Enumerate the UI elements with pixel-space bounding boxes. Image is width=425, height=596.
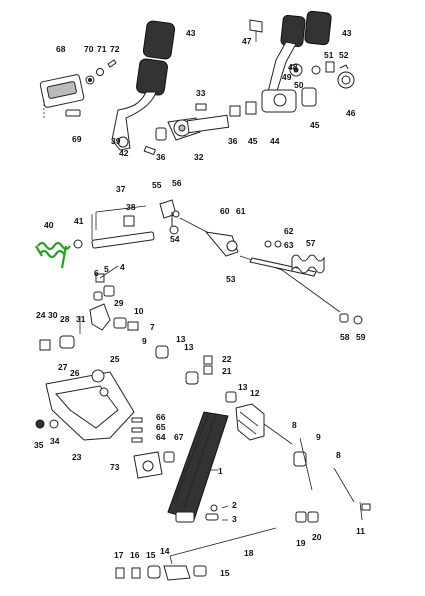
- label-47: 47: [242, 36, 252, 46]
- label-65: 65: [156, 422, 166, 432]
- label-13-mid: 13: [184, 342, 194, 352]
- label-70: 70: [84, 44, 94, 54]
- pedal-cross-shaft: [73, 205, 155, 249]
- label-69: 69: [72, 134, 82, 144]
- throttle-linkage-chain: [155, 345, 237, 403]
- label-3: 3: [232, 514, 237, 524]
- clevis-linkage: [159, 199, 180, 235]
- label-23: 23: [72, 452, 82, 462]
- pedal-shaft-center: [155, 101, 257, 141]
- label-50: 50: [294, 80, 304, 90]
- label-12: 12: [250, 388, 260, 398]
- label-11-bottom: 11: [356, 526, 365, 536]
- label-26: 26: [70, 368, 80, 378]
- label-2: 2: [232, 500, 237, 510]
- accelerator-pedal: [133, 411, 229, 523]
- label-59: 59: [356, 332, 366, 342]
- label-10: 9: [316, 432, 321, 442]
- adjuster-rods: [39, 265, 139, 351]
- label-9-right: 8: [292, 420, 297, 430]
- label-13-low: 13: [238, 382, 248, 392]
- label-40: 40: [44, 220, 54, 230]
- small-fasteners-top-left: [85, 59, 117, 85]
- label-42: 42: [119, 148, 129, 158]
- rubber-boot: [235, 403, 371, 511]
- label-18: 18: [244, 548, 254, 558]
- label-24: 24: [36, 310, 46, 320]
- label-37: 37: [116, 184, 126, 194]
- label-34: 34: [50, 436, 60, 446]
- label-39: 39: [111, 136, 121, 146]
- label-49: 49: [282, 72, 292, 82]
- label-36-right: 36: [228, 136, 238, 146]
- label-17: 17: [114, 550, 124, 560]
- label-60: 60: [220, 206, 230, 216]
- label-27: 27: [58, 362, 68, 372]
- label-48: 48: [288, 62, 298, 72]
- label-15-right: 15: [220, 568, 230, 578]
- label-31: 31: [76, 314, 86, 324]
- label-62: 62: [284, 226, 294, 236]
- label-54: 54: [170, 234, 180, 244]
- label-66: 66: [156, 412, 166, 422]
- label-21: 21: [222, 366, 232, 376]
- label-73: 73: [110, 462, 120, 472]
- throttle-cable: [179, 217, 363, 325]
- label-1: 1: [218, 466, 223, 476]
- leader-lines: [43, 100, 363, 521]
- label-71: 71: [97, 44, 107, 54]
- label-14: 14: [160, 546, 170, 556]
- brake-pedal-right: [249, 10, 355, 113]
- label-72: 72: [110, 44, 120, 54]
- label-9: 9: [142, 336, 147, 346]
- label-63: 63: [284, 240, 294, 250]
- label-44: 44: [270, 136, 280, 146]
- label-19: 19: [296, 538, 306, 548]
- label-30: 30: [48, 310, 58, 320]
- label-43-left: 43: [186, 28, 196, 38]
- label-33: 33: [196, 88, 206, 98]
- label-64: 64: [156, 432, 166, 442]
- label-38: 38: [126, 202, 136, 212]
- label-8: 8: [336, 450, 341, 460]
- label-29: 29: [114, 298, 124, 308]
- clutch-pedal-left: [111, 20, 176, 156]
- label-52: 52: [339, 50, 349, 60]
- label-57: 57: [306, 238, 316, 248]
- label-28: 28: [60, 314, 70, 324]
- label-32: 32: [194, 152, 204, 162]
- label-67: 67: [174, 432, 184, 442]
- label-46: 46: [346, 108, 356, 118]
- label-53: 53: [226, 274, 236, 284]
- callout-labels: 68 70 71 72 69 43 39 42 36 33 32 36 45 4…: [34, 28, 366, 578]
- label-6: 6: [94, 268, 99, 278]
- label-16: 16: [130, 550, 140, 560]
- label-68: 68: [56, 44, 66, 54]
- label-13-top: 13: [176, 334, 186, 344]
- label-61: 61: [236, 206, 246, 216]
- label-41: 41: [74, 216, 84, 226]
- label-56: 56: [172, 178, 182, 188]
- label-45-right: 45: [310, 120, 320, 130]
- label-5: 5: [104, 264, 109, 274]
- label-4: 4: [120, 262, 125, 272]
- label-51: 51: [324, 50, 334, 60]
- label-7: 7: [150, 322, 155, 332]
- brake-light-switch: [39, 74, 85, 117]
- return-spring-highlighted: [35, 241, 71, 269]
- label-55: 55: [152, 180, 162, 190]
- bottom-rod-and-fittings: [115, 511, 319, 581]
- label-36-left: 36: [156, 152, 166, 162]
- pedal-base-bracket: [35, 369, 143, 443]
- label-45-left: 45: [248, 136, 258, 146]
- label-25: 25: [110, 354, 120, 364]
- label-11-top: 10: [134, 306, 144, 316]
- label-43-right: 43: [342, 28, 352, 38]
- label-58: 58: [340, 332, 350, 342]
- label-35: 35: [34, 440, 44, 450]
- label-20: 20: [312, 532, 322, 542]
- label-22: 22: [222, 354, 232, 364]
- label-15-left: 15: [146, 550, 156, 560]
